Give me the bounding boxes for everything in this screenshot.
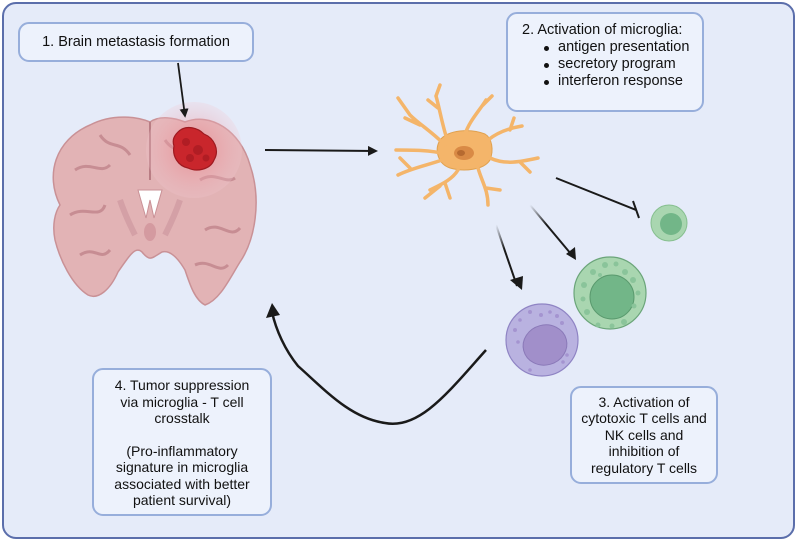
step2-bullet: antigen presentation: [544, 39, 702, 56]
step1-box: 1. Brain metastasis formation: [18, 22, 254, 62]
step2-title: 2. Activation of microglia:: [522, 22, 683, 38]
arrow-to-ctl-cell: [529, 204, 572, 255]
inhibit-line-treg: [555, 177, 640, 219]
arrow-to-nk-cell: [495, 224, 518, 287]
cytotoxic-t-cell-icon: [573, 256, 647, 330]
arrow-head-nk: [510, 276, 523, 290]
arrow-step1-to-tumor: [177, 62, 189, 118]
step3-line: regulatory T cells: [590, 459, 698, 476]
arrow-brain-to-microglia: [264, 145, 378, 156]
step2-box: 2. Activation of microglia: antigen pres…: [506, 12, 704, 112]
step3-line: 3. Activation of: [598, 393, 690, 410]
step4-line: 4. Tumor suppression: [114, 377, 250, 393]
step2-bullet: secretory program: [544, 56, 702, 73]
nk-cell-icon: [505, 303, 579, 377]
step1-label: 1. Brain metastasis formation: [42, 33, 230, 50]
step2-bullet-list: antigen presentation secretory program i…: [522, 39, 702, 90]
step3-box: 3. Activation of cytotoxic T cells and N…: [570, 386, 718, 484]
step3-line: NK cells and: [604, 426, 684, 443]
step4-box: 4. Tumor suppression via microglia - T c…: [92, 368, 272, 516]
step4-note-line: (Pro-inflammatory: [126, 442, 238, 459]
arrow-head-return: [266, 303, 280, 318]
step4-spacer: [94, 427, 270, 443]
step3-line: inhibition of: [608, 443, 680, 460]
step4-line: via microglia - T cell: [120, 393, 244, 410]
step3-line: cytotoxic T cells and: [581, 410, 707, 427]
step4-note-line: signature in microglia: [115, 459, 249, 475]
arrow-return-to-brain: [270, 311, 487, 426]
step4-note-line: associated with better: [114, 475, 250, 492]
step4-note-line: patient survival): [132, 492, 232, 508]
tumor-icon: [172, 126, 217, 171]
arrow-head-ctl: [566, 247, 576, 260]
step4-line: crosstalk: [154, 410, 210, 426]
microglia-icon: [394, 83, 540, 207]
step2-bullet: interferon response: [544, 73, 702, 90]
regulatory-t-cell-icon: [650, 204, 688, 242]
